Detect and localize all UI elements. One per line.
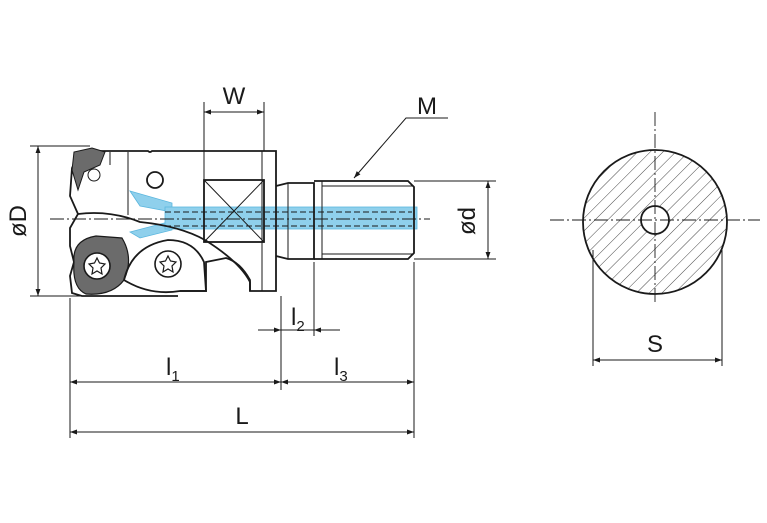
wrench-flat-label: S <box>647 331 663 358</box>
chip-gullet <box>77 212 251 291</box>
dimensions: W M øD ød l2 l1 l3 L <box>5 83 496 438</box>
length-1-label: l1 <box>166 354 180 385</box>
coolant-channel <box>128 190 418 239</box>
torx-screw-icon <box>87 256 107 276</box>
length-2-label: l2 <box>291 304 305 335</box>
threaded-shank <box>314 180 415 260</box>
cutting-diameter-label: øD <box>5 205 32 237</box>
shank-diameter-label: ød <box>454 207 481 235</box>
shank-neck <box>275 182 315 260</box>
end-view: S <box>550 112 760 366</box>
body-hole <box>146 171 164 189</box>
wrench-flat <box>203 179 265 243</box>
top-insert <box>71 147 106 192</box>
thread-label: M <box>417 93 437 120</box>
clamp-wedge <box>122 239 207 294</box>
overall-length-label: L <box>235 403 248 430</box>
top-insert-hole <box>87 168 101 182</box>
length-3-label: l3 <box>334 354 348 385</box>
width-label: W <box>223 83 246 110</box>
torx-screw-icon <box>158 254 178 274</box>
side-view <box>50 147 430 297</box>
